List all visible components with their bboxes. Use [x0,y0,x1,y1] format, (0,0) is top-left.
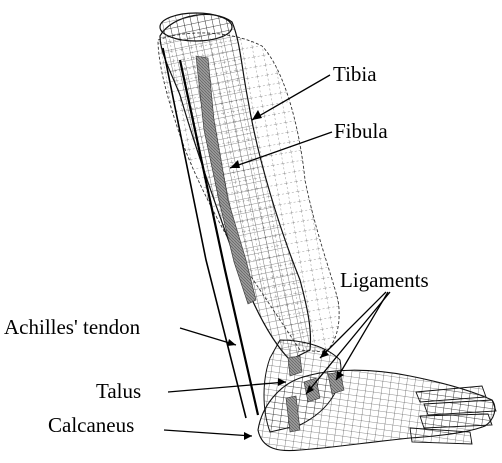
tibia-head [160,13,232,41]
label-calcaneus: Calcaneus [48,413,134,437]
label-talus: Talus [96,379,141,403]
label-fibula: Fibula [334,119,388,143]
label-achilles-tendon: Achilles' tendon [4,315,141,339]
label-tibia: Tibia [333,62,377,86]
label-ligaments: Ligaments [340,268,429,292]
